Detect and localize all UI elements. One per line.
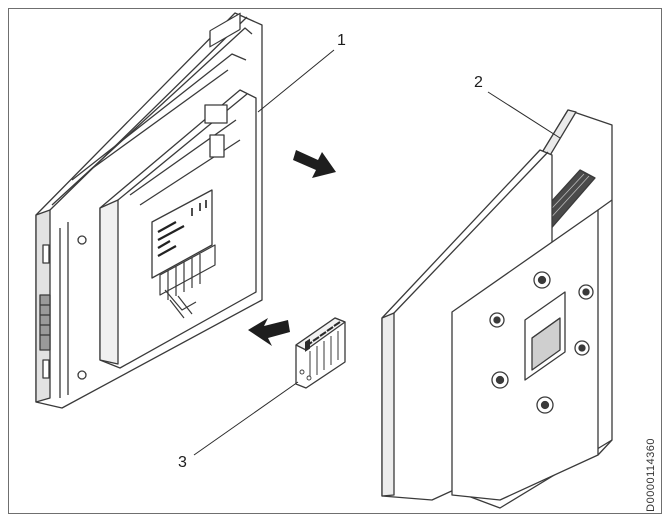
callout-2: 2 xyxy=(474,74,483,91)
display-module xyxy=(35,12,263,409)
leader-line-3 xyxy=(193,381,299,456)
mounting-frame-screw-holes xyxy=(489,271,594,414)
leader-line-2 xyxy=(487,91,561,139)
arrow-right-icon xyxy=(293,150,336,178)
display-module-pins xyxy=(159,244,216,319)
display-module-label xyxy=(151,189,213,279)
leader-lines xyxy=(193,49,561,456)
callout-3: 3 xyxy=(178,454,187,471)
display-module-side-slot xyxy=(39,294,51,351)
display-module-clip-top xyxy=(209,12,241,48)
reference-code: D0000114360 xyxy=(645,438,657,512)
callout-1: 1 xyxy=(337,32,346,49)
leader-line-1 xyxy=(257,49,335,113)
terminal-connector xyxy=(295,317,346,389)
display-module-side-latch xyxy=(42,244,50,264)
wall-mounting-frame xyxy=(381,109,613,509)
arrow-left-icon xyxy=(248,318,290,346)
display-module-screw-hole xyxy=(77,235,87,245)
